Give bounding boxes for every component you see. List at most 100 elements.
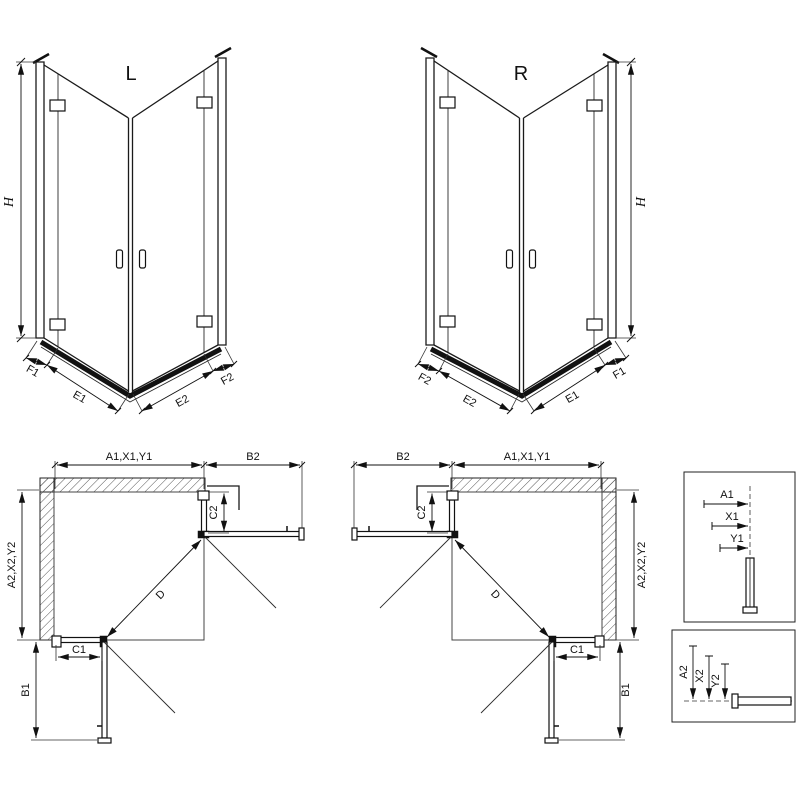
corner-profile-detail — [207, 485, 240, 510]
dim-line-F2 — [417, 363, 440, 372]
dim-label-A2X2Y2: A2,X2,Y2 — [636, 542, 648, 588]
extension-line — [417, 346, 428, 365]
door-left-open — [353, 530, 453, 538]
extension-line — [25, 340, 38, 359]
dim-label-A1: A1 — [720, 489, 733, 501]
dim-tick — [350, 461, 358, 469]
dim-tick — [51, 461, 59, 469]
extension-line — [117, 393, 130, 412]
variant-label-left: L — [125, 63, 136, 85]
fixed-panel-right — [200, 499, 208, 534]
dim-label-B1: B1 — [20, 683, 32, 696]
glass-top-edge — [132, 60, 219, 119]
dim-label-F2: F2 — [219, 371, 236, 388]
extension-line — [224, 346, 235, 365]
wall-left — [39, 477, 55, 641]
hinge — [49, 99, 66, 112]
dim-label-B2: B2 — [246, 451, 259, 463]
dim-line-D — [106, 539, 202, 638]
wall-bracket — [197, 490, 210, 501]
dim-label-B1: B1 — [620, 683, 632, 696]
door-handle — [115, 249, 124, 269]
dim-label-A2: A2 — [678, 665, 690, 678]
fixed-panel-bottom — [553, 636, 597, 644]
dim-label-H: H — [634, 196, 649, 208]
fixed-panel-left — [448, 499, 456, 534]
dim-label-F2: F2 — [416, 371, 433, 388]
extension-line — [614, 340, 627, 359]
dim-tick — [138, 407, 146, 415]
dim-tick — [414, 360, 422, 368]
dim-label-A1X1Y1: A1,X1,Y1 — [106, 451, 152, 463]
dim-label-C2: C2 — [416, 505, 428, 519]
dim-tick — [114, 407, 122, 415]
dim-tick — [230, 360, 238, 368]
dim-tick — [209, 367, 217, 375]
extension-line — [522, 393, 535, 412]
wall-top — [39, 477, 206, 493]
threshold-rail — [39, 339, 223, 399]
dim-line-E1 — [533, 364, 606, 412]
glass-bottom-edge — [523, 337, 609, 392]
dim-tick — [601, 361, 609, 369]
dim-label-X2: X2 — [694, 669, 706, 682]
door-end-profile — [298, 527, 305, 541]
glass-bottom-edge — [433, 344, 520, 392]
hinge — [196, 315, 213, 328]
threshold-rail — [429, 339, 613, 399]
extension-line — [593, 347, 606, 366]
hinge — [586, 318, 603, 331]
dim-tick — [448, 461, 456, 469]
variant-label-right: R — [514, 63, 528, 85]
dim-label-F1: F1 — [24, 363, 41, 380]
door-bottom-open — [548, 641, 555, 739]
front-view-right: R H F2 E2 — [414, 46, 649, 415]
door-swing-line — [103, 641, 176, 714]
glass-bottom-edge — [132, 344, 219, 392]
door-handle — [138, 249, 147, 269]
detail-profile-top: A1 X1 Y1 — [683, 471, 796, 623]
hinge — [49, 318, 66, 331]
dim-line-E2 — [438, 370, 511, 412]
profile-foot — [742, 606, 758, 614]
dim-line-F1 — [25, 357, 48, 366]
dim-tick — [43, 361, 51, 369]
wall-profile-top-cap — [602, 52, 620, 65]
dim-tick — [16, 333, 26, 343]
extension-line — [46, 347, 59, 366]
dim-line-F2 — [212, 363, 235, 372]
dim-label-B2: B2 — [396, 451, 409, 463]
detail-frame — [683, 471, 796, 623]
extension-line — [203, 353, 214, 372]
dim-line-F1 — [604, 357, 627, 366]
plan-view-left: D A1,X1,Y1 B2 C2 A2,X2,Y2 B1 C1 — [6, 451, 306, 744]
door-bottom-open — [101, 641, 108, 739]
extension-line — [132, 393, 143, 412]
shower-tray — [53, 491, 205, 641]
corner-profile-detail — [416, 485, 449, 510]
wall-profile-top-cap — [420, 46, 438, 59]
door-swing-line — [204, 536, 277, 609]
dim-tick — [626, 333, 636, 343]
hinge — [196, 96, 213, 109]
door-end-profile — [97, 737, 112, 744]
dim-label-C1: C1 — [570, 644, 584, 656]
dim-label-C1: C1 — [72, 644, 86, 656]
wall-profile-top-cap — [214, 46, 232, 59]
door-handle — [528, 249, 537, 269]
door-swing-line — [379, 536, 452, 609]
dim-label-X1: X1 — [725, 511, 738, 523]
dim-tick — [435, 367, 443, 375]
wall-profile-right — [217, 57, 227, 346]
wall-profile-top-cap — [32, 52, 50, 65]
door-end-profile — [544, 737, 559, 744]
plan-view-right: D B2 A1,X1,Y1 C2 A2,X2,Y2 B1 C1 — [350, 451, 648, 744]
dim-label-A1X1Y1: A1,X1,Y1 — [504, 451, 550, 463]
wall-bracket — [594, 635, 605, 648]
wall-bracket — [51, 635, 62, 648]
glass-top-edge — [433, 60, 520, 119]
dim-tick — [506, 407, 514, 415]
dim-label-C2: C2 — [208, 505, 220, 519]
dim-label-E1: E1 — [71, 389, 89, 406]
